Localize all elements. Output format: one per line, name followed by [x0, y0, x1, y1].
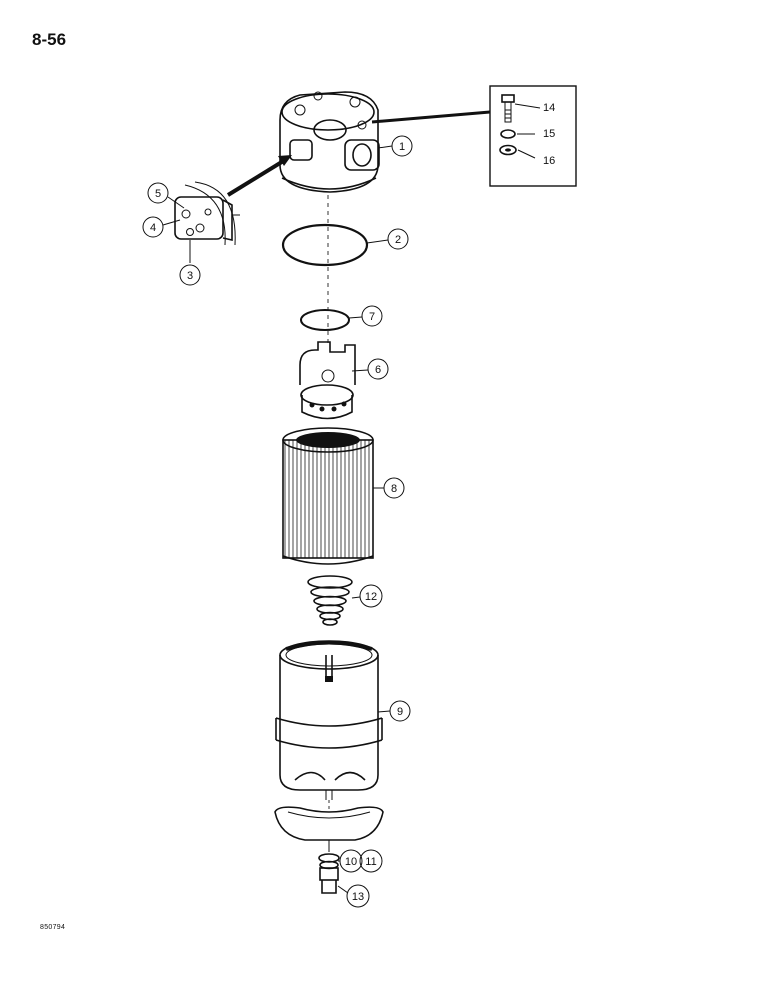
- hardware-inset: [489, 85, 577, 187]
- callout-6: 6: [367, 358, 389, 380]
- arrow-to-head: [226, 158, 287, 197]
- leader-14: [514, 103, 541, 109]
- inset-label-15: 15: [543, 128, 555, 140]
- leader-to-inset: [371, 110, 491, 124]
- valve-element: [299, 341, 356, 420]
- svg-text:10: 10: [345, 856, 357, 868]
- svg-text:8: 8: [391, 483, 397, 495]
- valve-assembly: [174, 181, 240, 246]
- callout-11: 11: [359, 849, 383, 873]
- svg-text:2: 2: [395, 234, 401, 246]
- callout-8: 8: [383, 477, 405, 499]
- page-number: 8-56: [32, 30, 67, 49]
- callout-13: 13: [346, 884, 370, 908]
- svg-text:5: 5: [155, 188, 161, 200]
- filter-element: [282, 427, 374, 565]
- callout-7: 7: [361, 305, 383, 327]
- svg-text:13: 13: [352, 891, 364, 903]
- callout-10: 10: [339, 849, 363, 873]
- svg-text:1: 1: [399, 141, 405, 153]
- leader-16: [517, 149, 536, 159]
- callout-1: 1: [391, 135, 413, 157]
- callout-4: 4: [142, 216, 164, 238]
- filter-bowl: [275, 640, 383, 800]
- large-o-ring: [281, 223, 369, 267]
- bowl-base: [274, 806, 384, 841]
- small-o-ring: [300, 309, 350, 331]
- filter-head: [279, 91, 380, 193]
- callout-3: 3: [179, 264, 201, 286]
- svg-text:4: 4: [150, 222, 156, 234]
- svg-text:3: 3: [187, 270, 193, 282]
- svg-text:6: 6: [375, 364, 381, 376]
- callout-2: 2: [387, 228, 409, 250]
- arrow-head: [278, 155, 292, 166]
- spring: [307, 575, 353, 626]
- svg-text:11: 11: [365, 856, 376, 868]
- callout-12: 12: [359, 584, 383, 608]
- svg-text:7: 7: [369, 311, 375, 323]
- svg-text:9: 9: [397, 706, 403, 718]
- callout-leaders: [162, 145, 393, 894]
- inset-label-16: 16: [543, 155, 555, 167]
- callout-5: 5: [147, 182, 169, 204]
- drain-plug: [318, 840, 340, 894]
- svg-text:12: 12: [365, 591, 377, 603]
- figure-code: 850794: [40, 924, 66, 931]
- callout-9: 9: [389, 700, 411, 722]
- inset-label-14: 14: [543, 102, 555, 114]
